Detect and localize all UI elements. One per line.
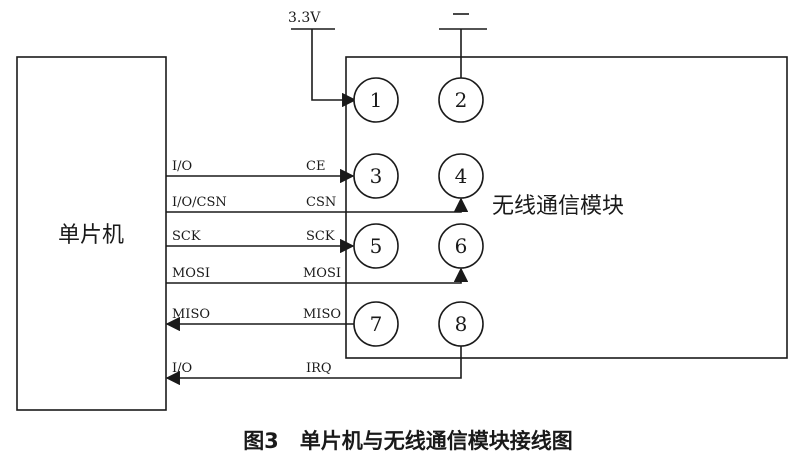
wire-mosi (166, 267, 469, 284)
signal-mosi-module-label: MOSI (303, 266, 341, 281)
module-block (345, 56, 788, 359)
pin-7-label: 7 (370, 312, 383, 336)
signal-sck-module-label: SCK (306, 229, 335, 244)
pin-7: 7 (353, 301, 399, 347)
mcu-label: 单片机 (58, 223, 124, 248)
signal-sck-mcu-label: SCK (172, 229, 201, 244)
pin-1-label: 1 (370, 88, 383, 112)
module-label: 无线通信模块 (492, 194, 624, 219)
signal-miso-mcu-label: MISO (172, 307, 210, 322)
signal-mosi-mcu-label: MOSI (172, 266, 210, 281)
signal-irq-mcu-label: I/O (172, 361, 192, 376)
figure-caption: 图3 单片机与无线通信模块接线图 (243, 429, 573, 453)
pin-8: 8 (438, 301, 484, 347)
signal-ce-mcu-label: I/O (172, 159, 192, 174)
signal-ce-module-label: CE (306, 159, 325, 174)
pin-5: 5 (353, 223, 399, 269)
signal-miso-module-label: MISO (303, 307, 341, 322)
wire-csn (166, 197, 469, 213)
pin-8-label: 8 (455, 312, 468, 336)
signal-csn-module-label: CSN (306, 195, 336, 210)
wire-irq (165, 346, 462, 386)
pin-6: 6 (438, 223, 484, 269)
vcc-wire (311, 29, 357, 108)
mcu-block (16, 56, 167, 411)
pin-4: 4 (438, 153, 484, 199)
pin-6-label: 6 (455, 234, 468, 258)
signal-irq-module-label: IRQ (306, 361, 332, 376)
pin-1: 1 (353, 77, 399, 123)
pin-2: 2 (438, 77, 484, 123)
pin-3: 3 (353, 153, 399, 199)
vcc-label: 3.3V (288, 10, 321, 26)
pin-3-label: 3 (370, 164, 383, 188)
pin-5-label: 5 (370, 234, 383, 258)
pin-2-label: 2 (455, 88, 468, 112)
signal-csn-mcu-label: I/O/CSN (172, 195, 227, 210)
pin-4-label: 4 (455, 164, 468, 188)
